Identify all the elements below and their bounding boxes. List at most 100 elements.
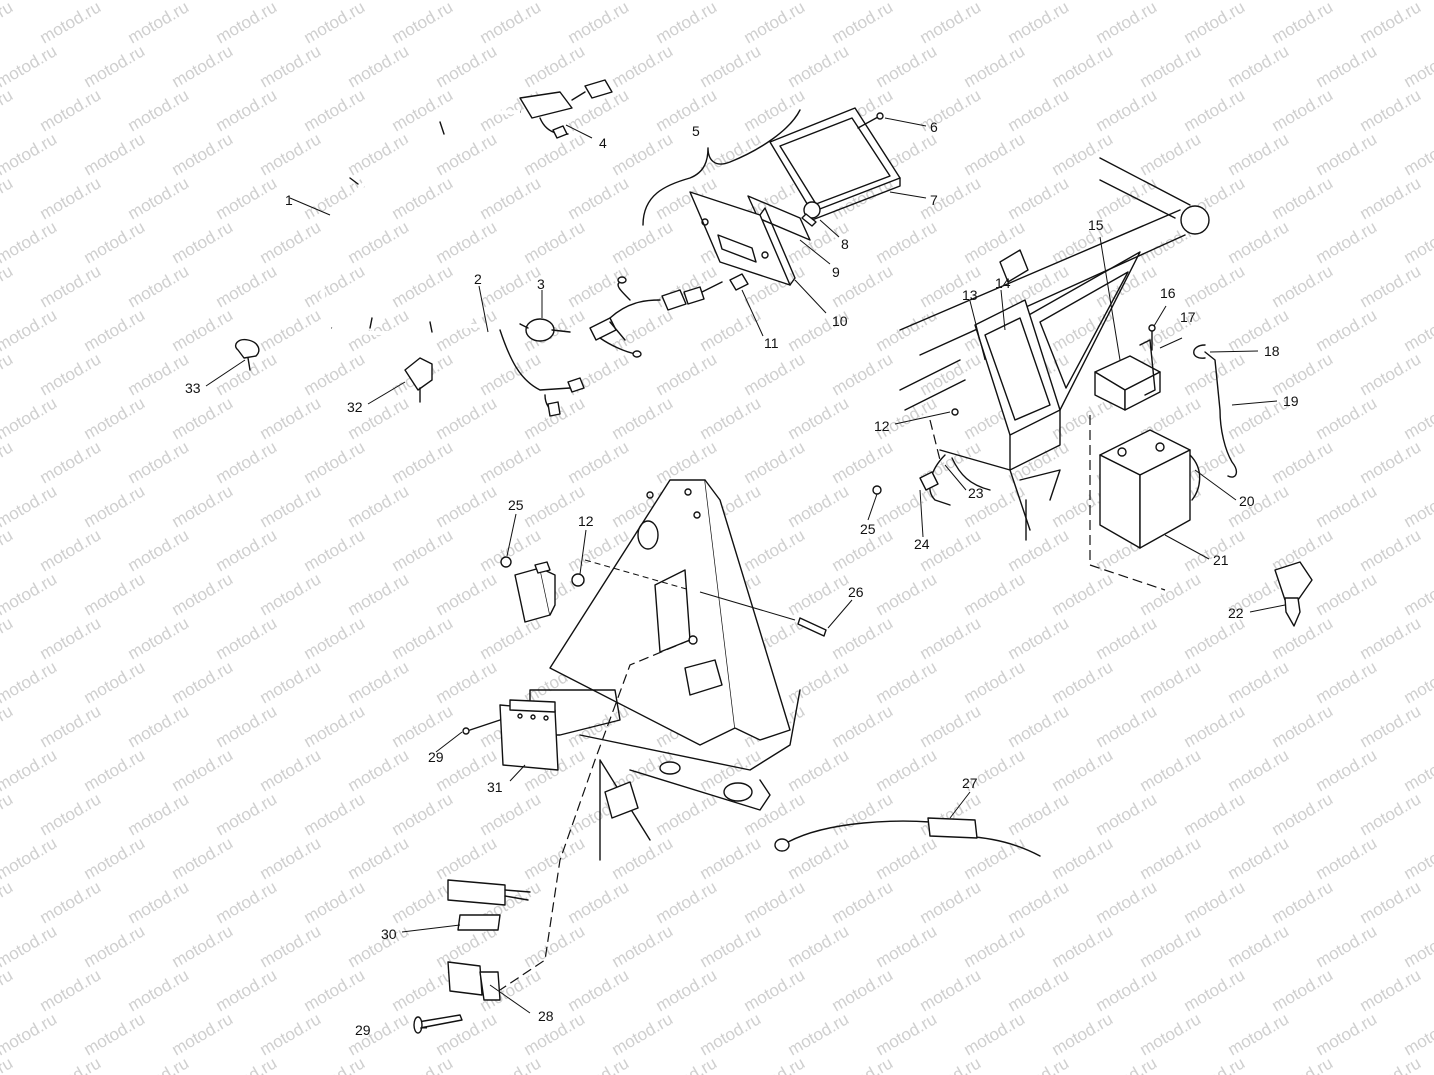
watermark-text: motod.ru bbox=[125, 173, 193, 223]
watermark-text: motod.ru bbox=[1049, 921, 1117, 971]
watermark-text: motod.ru bbox=[829, 965, 897, 1015]
watermark-text: motod.ru bbox=[565, 1053, 633, 1075]
watermark-text: motod.ru bbox=[1401, 129, 1434, 179]
watermark-text: motod.ru bbox=[477, 525, 545, 575]
watermark-text: motod.ru bbox=[1137, 921, 1205, 971]
watermark-text: motod.ru bbox=[433, 393, 501, 443]
watermark-text: motod.ru bbox=[125, 789, 193, 839]
watermark-text: motod.ru bbox=[873, 305, 941, 355]
watermark-text: motod.ru bbox=[697, 745, 765, 795]
watermark-text: motod.ru bbox=[961, 921, 1029, 971]
watermark-text: motod.ru bbox=[785, 41, 853, 91]
watermark-text: motod.ru bbox=[1401, 921, 1434, 971]
watermark-text: motod.ru bbox=[433, 129, 501, 179]
watermark-text: motod.ru bbox=[1357, 0, 1425, 47]
watermark-text: motod.ru bbox=[609, 129, 677, 179]
watermark-text: motod.ru bbox=[521, 217, 589, 267]
watermark-text: motod.ru bbox=[1313, 481, 1381, 531]
watermark-text: motod.ru bbox=[609, 833, 677, 883]
watermark-text: motod.ru bbox=[1093, 0, 1161, 47]
watermark-text: motod.ru bbox=[0, 1053, 16, 1075]
watermark-text: motod.ru bbox=[1005, 0, 1073, 47]
watermark-text: motod.ru bbox=[873, 217, 941, 267]
watermark-text: motod.ru bbox=[1401, 217, 1434, 267]
watermark-text: motod.ru bbox=[0, 173, 16, 223]
watermark-text: motod.ru bbox=[1401, 745, 1434, 795]
watermark-text: motod.ru bbox=[565, 437, 633, 487]
watermark-text: motod.ru bbox=[785, 833, 853, 883]
watermark-text: motod.ru bbox=[213, 1053, 281, 1075]
watermark-text: motod.ru bbox=[389, 437, 457, 487]
watermark-text: motod.ru bbox=[1137, 833, 1205, 883]
watermark-text: motod.ru bbox=[565, 173, 633, 223]
watermark-text: motod.ru bbox=[697, 833, 765, 883]
watermark-text: motod.ru bbox=[521, 921, 589, 971]
watermark-text: motod.ru bbox=[1049, 41, 1117, 91]
watermark-text: motod.ru bbox=[1005, 701, 1073, 751]
watermark-text: motod.ru bbox=[1005, 85, 1073, 135]
watermark-text: motod.ru bbox=[829, 437, 897, 487]
watermark-text: motod.ru bbox=[213, 789, 281, 839]
watermark-text: motod.ru bbox=[1313, 217, 1381, 267]
callout-33: 33 bbox=[185, 380, 201, 396]
watermark-text: motod.ru bbox=[169, 217, 237, 267]
watermark-text: motod.ru bbox=[301, 525, 369, 575]
watermark-text: motod.ru bbox=[1005, 789, 1073, 839]
watermark-text: motod.ru bbox=[1005, 1053, 1073, 1075]
watermark-text: motod.ru bbox=[565, 349, 633, 399]
watermark-text: motod.ru bbox=[0, 0, 16, 47]
watermark-text: motod.ru bbox=[301, 173, 369, 223]
callout-numbers: 1 2 3 4 5 6 7 8 9 10 11 12 12 13 14 15 1… bbox=[185, 119, 1299, 1038]
watermark-text: motod.ru bbox=[257, 217, 325, 267]
watermark-text: motod.ru bbox=[829, 0, 897, 47]
watermark-text: motod.ru bbox=[741, 437, 809, 487]
watermark-text: motod.ru bbox=[1313, 41, 1381, 91]
callout-13: 13 bbox=[962, 287, 978, 303]
watermark-text: motod.ru bbox=[829, 877, 897, 927]
watermark-text: motod.ru bbox=[1357, 789, 1425, 839]
watermark-text: motod.ru bbox=[257, 569, 325, 619]
watermark-text: motod.ru bbox=[257, 657, 325, 707]
watermark-text: motod.ru bbox=[1269, 173, 1337, 223]
watermark-text: motod.ru bbox=[0, 789, 16, 839]
callout-27: 27 bbox=[962, 775, 978, 791]
watermark-text: motod.ru bbox=[609, 921, 677, 971]
watermark-text: motod.ru bbox=[1357, 349, 1425, 399]
watermark-text: motod.ru bbox=[477, 1053, 545, 1075]
watermark-text: motod.ru bbox=[477, 173, 545, 223]
watermark-text: motod.ru bbox=[1313, 921, 1381, 971]
watermark-text: motod.ru bbox=[0, 305, 60, 355]
watermark-text: motod.ru bbox=[345, 481, 413, 531]
watermark-text: motod.ru bbox=[961, 41, 1029, 91]
watermark-text: motod.ru bbox=[1181, 261, 1249, 311]
watermark-text: motod.ru bbox=[389, 877, 457, 927]
callout-28: 28 bbox=[538, 1008, 554, 1024]
watermark-text: motod.ru bbox=[917, 965, 985, 1015]
watermark-text: motod.ru bbox=[1137, 657, 1205, 707]
watermark-text: motod.ru bbox=[125, 965, 193, 1015]
watermark-text: motod.ru bbox=[1005, 613, 1073, 663]
watermark-text: motod.ru bbox=[301, 877, 369, 927]
watermark-text: motod.ru bbox=[1225, 129, 1293, 179]
watermark-text: motod.ru bbox=[433, 569, 501, 619]
watermark-text: motod.ru bbox=[1181, 701, 1249, 751]
watermark-text: motod.ru bbox=[1401, 393, 1434, 443]
callout-10: 10 bbox=[832, 313, 848, 329]
callout-5: 5 bbox=[692, 123, 700, 139]
watermark-text: motod.ru bbox=[0, 833, 60, 883]
watermark-text: motod.ru bbox=[169, 745, 237, 795]
callout-2: 2 bbox=[474, 271, 482, 287]
watermark-text: motod.ru bbox=[301, 437, 369, 487]
watermark-text: motod.ru bbox=[697, 129, 765, 179]
watermark-text: motod.ru bbox=[389, 261, 457, 311]
watermark-text: motod.ru bbox=[433, 1009, 501, 1059]
callout-24: 24 bbox=[914, 536, 930, 552]
watermark-text: motod.ru bbox=[125, 701, 193, 751]
watermark-text: motod.ru bbox=[1357, 613, 1425, 663]
watermark-text: motod.ru bbox=[81, 921, 149, 971]
watermark-text: motod.ru bbox=[873, 833, 941, 883]
watermark-text: motod.ru bbox=[125, 613, 193, 663]
watermark-text: motod.ru bbox=[1093, 1053, 1161, 1075]
watermark-text: motod.ru bbox=[213, 85, 281, 135]
watermark-text: motod.ru bbox=[169, 305, 237, 355]
